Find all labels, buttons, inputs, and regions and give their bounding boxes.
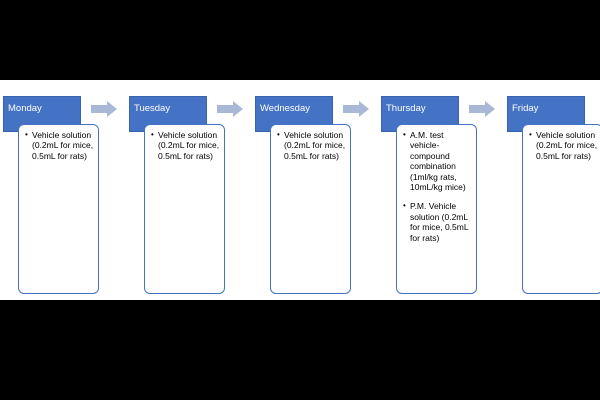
day-detail-box: A.M. test vehicle-compound combination (… [396,124,477,294]
day-detail-box: Vehicle solution (0.2mL for mice, 0.5mL … [18,124,99,294]
day-column-friday: Friday Vehicle solution (0.2mL for mice,… [507,96,600,296]
right-arrow-icon [91,101,117,117]
day-detail-box: Vehicle solution (0.2mL for mice, 0.5mL … [144,124,225,294]
day-detail-box: Vehicle solution (0.2mL for mice, 0.5mL … [270,124,351,294]
day-column-wednesday: Wednesday Vehicle solution (0.2mL for mi… [255,96,381,296]
list-item: Vehicle solution (0.2mL for mice, 0.5mL … [25,130,95,161]
list-item: Vehicle solution (0.2mL for mice, 0.5mL … [529,130,599,161]
day-column-monday: Monday Vehicle solution (0.2mL for mice,… [3,96,129,296]
right-arrow-icon [217,101,243,117]
right-arrow-icon [343,101,369,117]
day-column-tuesday: Tuesday Vehicle solution (0.2mL for mice… [129,96,255,296]
list-item: P.M. Vehicle solution (0.2mL for mice, 0… [403,201,473,243]
list-item: A.M. test vehicle-compound combination (… [403,130,473,192]
day-column-thursday: Thursday A.M. test vehicle-compound comb… [381,96,507,296]
right-arrow-icon [469,101,495,117]
list-item: Vehicle solution (0.2mL for mice, 0.5mL … [277,130,347,161]
day-detail-box: Vehicle solution (0.2mL for mice, 0.5mL … [522,124,600,294]
list-item: Vehicle solution (0.2mL for mice, 0.5mL … [151,130,221,161]
